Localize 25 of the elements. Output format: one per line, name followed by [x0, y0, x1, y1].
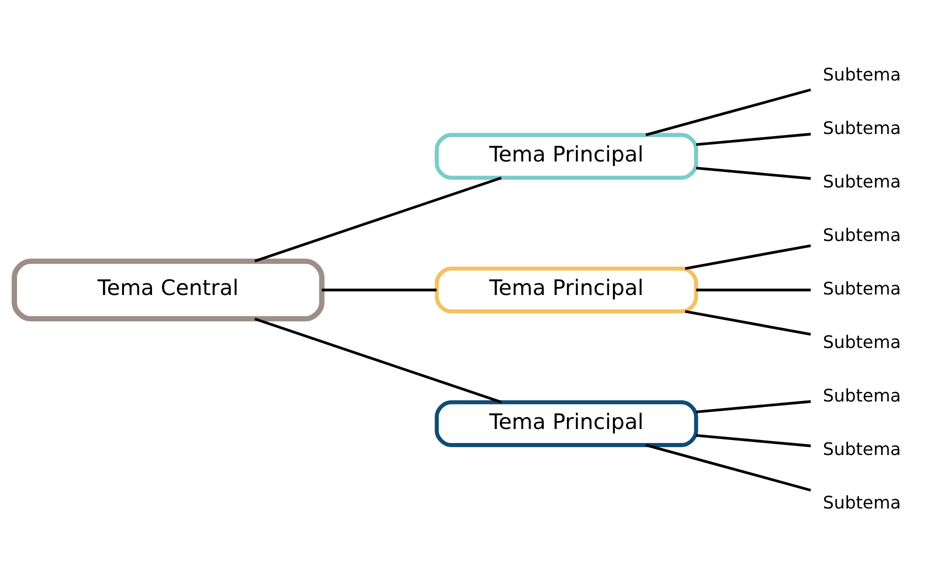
connector — [696, 132, 810, 146]
connector — [644, 88, 811, 136]
node-box: Tema Principal — [434, 400, 698, 447]
node-text: Subtema — [822, 439, 900, 460]
connector — [684, 310, 810, 336]
node-text: Subtema — [822, 118, 900, 139]
connector — [696, 400, 810, 413]
node-box: Tema Principal — [434, 132, 698, 180]
connector — [644, 443, 811, 492]
connector — [696, 288, 810, 291]
connector — [254, 317, 502, 403]
connector — [321, 288, 436, 291]
node-text: Subtema — [822, 332, 900, 353]
connector — [696, 166, 810, 180]
node-text: Subtema — [822, 279, 900, 300]
connector — [696, 434, 810, 447]
node-text: Subtema — [822, 65, 900, 86]
node-box: Tema Principal — [434, 266, 698, 313]
node-text: Subtema — [822, 492, 900, 513]
node-text: Subtema — [822, 172, 900, 192]
node-text: Subtema — [822, 226, 900, 246]
connector — [684, 244, 810, 270]
node-box: Tema Central — [11, 258, 324, 321]
connector — [254, 176, 502, 262]
node-text: Subtema — [822, 386, 900, 406]
